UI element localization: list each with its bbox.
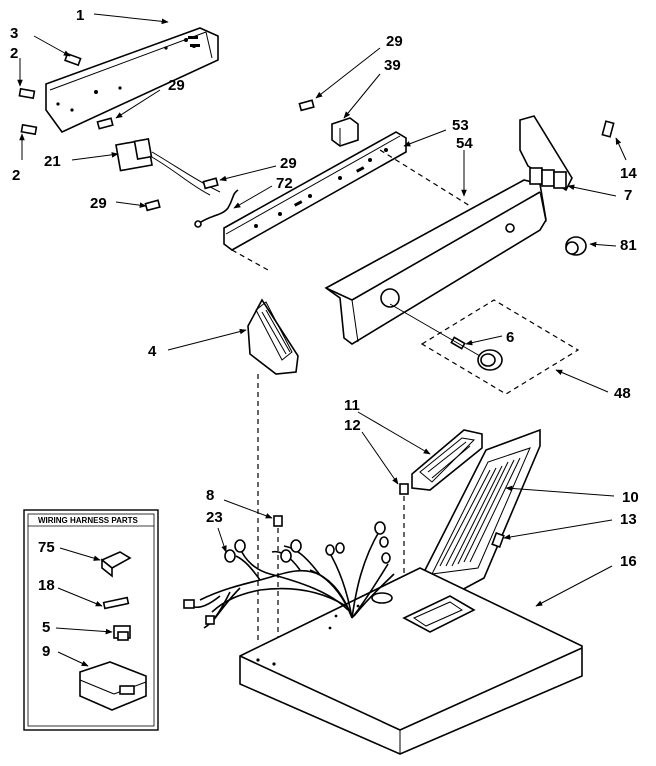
label-29-a: 29 bbox=[168, 77, 185, 94]
label-2-lower: 2 bbox=[12, 167, 20, 184]
label-16: 16 bbox=[620, 553, 637, 570]
leader-72 bbox=[233, 185, 273, 209]
wiring-harness-parts-inset bbox=[23, 509, 159, 731]
label-81: 81 bbox=[620, 237, 637, 254]
label-11: 11 bbox=[344, 397, 360, 414]
label-48: 48 bbox=[614, 385, 631, 402]
screw-part-29-c bbox=[202, 177, 219, 190]
label-29-d: 29 bbox=[90, 195, 107, 212]
console-panel-part-54 bbox=[324, 179, 547, 345]
label-13: 13 bbox=[620, 511, 637, 528]
label-5: 5 bbox=[42, 619, 50, 636]
rear-panel-part bbox=[45, 27, 219, 134]
label-9: 9 bbox=[42, 643, 50, 660]
screw-part-14 bbox=[601, 120, 615, 138]
block-part-39 bbox=[331, 117, 359, 147]
label-8: 8 bbox=[206, 487, 214, 504]
leader-3 bbox=[33, 35, 71, 57]
leader-14 bbox=[615, 137, 627, 161]
knob-part-81 bbox=[565, 236, 587, 256]
label-3: 3 bbox=[10, 25, 18, 42]
leader-16 bbox=[535, 565, 613, 607]
leader-29a bbox=[115, 89, 161, 119]
screw-part-2-upper bbox=[18, 87, 36, 100]
leader-23 bbox=[217, 527, 227, 553]
label-4: 4 bbox=[148, 343, 157, 360]
leader-29d bbox=[115, 201, 147, 208]
screw-part-29-a bbox=[96, 117, 114, 130]
wiring-harness-part-23 bbox=[183, 521, 395, 629]
label-54: 54 bbox=[456, 135, 473, 152]
label-29-c: 29 bbox=[280, 155, 297, 172]
bracket-part-53 bbox=[223, 131, 407, 251]
wire-part-72 bbox=[194, 189, 239, 228]
dashed-group-48 bbox=[420, 299, 580, 395]
leader-1 bbox=[93, 13, 169, 25]
leader-8 bbox=[223, 499, 273, 519]
label-18: 18 bbox=[38, 577, 55, 594]
screw-part-29-b bbox=[298, 99, 315, 112]
terminal-part-18 bbox=[102, 596, 130, 610]
label-72: 72 bbox=[276, 175, 293, 192]
console-end-part-4 bbox=[247, 298, 299, 375]
top-panel-part-16 bbox=[239, 567, 583, 755]
filter-cover-part-11 bbox=[411, 429, 483, 491]
label-23: 23 bbox=[206, 509, 223, 526]
label-6: 6 bbox=[506, 329, 514, 346]
leader-10 bbox=[505, 485, 615, 497]
leader-7 bbox=[567, 184, 617, 197]
label-53: 53 bbox=[452, 117, 469, 134]
leader-81 bbox=[589, 241, 617, 248]
screw-part-29-d bbox=[144, 199, 161, 212]
leader-12 bbox=[361, 431, 399, 485]
plug-part-5 bbox=[113, 625, 131, 641]
leader-21 bbox=[71, 152, 119, 161]
label-7: 7 bbox=[624, 187, 632, 204]
leader-5 bbox=[55, 627, 113, 635]
inset-title: WIRING HARNESS PARTS bbox=[38, 516, 139, 525]
leader-4 bbox=[167, 328, 247, 351]
connector-part-75 bbox=[100, 551, 132, 578]
duct-part-10 bbox=[419, 428, 541, 595]
screw-part-3 bbox=[64, 52, 82, 67]
label-2-upper: 2 bbox=[10, 45, 18, 62]
leader-29b bbox=[315, 47, 381, 99]
screw-part-13 bbox=[491, 531, 505, 549]
label-21: 21 bbox=[44, 153, 61, 170]
leader-48 bbox=[555, 369, 609, 393]
leader-11 bbox=[357, 411, 431, 455]
screw-part-12 bbox=[399, 483, 409, 495]
leader-13 bbox=[503, 519, 613, 540]
leader-39 bbox=[343, 73, 381, 119]
label-14: 14 bbox=[620, 165, 637, 182]
leader-6 bbox=[465, 335, 503, 346]
leader-53 bbox=[403, 129, 447, 147]
label-75: 75 bbox=[38, 539, 55, 556]
screw-part-8 bbox=[273, 515, 283, 527]
screw-part-2-lower bbox=[20, 123, 38, 136]
leader-18 bbox=[57, 587, 103, 607]
label-10: 10 bbox=[622, 489, 639, 506]
end-cap-part-7 bbox=[519, 115, 573, 192]
leader-lines bbox=[17, 13, 627, 667]
knob-part-6 bbox=[477, 349, 503, 371]
block-part-9 bbox=[79, 661, 147, 711]
leader-29c bbox=[219, 165, 277, 182]
label-29-b: 29 bbox=[386, 33, 403, 50]
timer-part-21 bbox=[115, 137, 221, 196]
label-1: 1 bbox=[76, 7, 84, 24]
label-12: 12 bbox=[344, 417, 361, 434]
leader-75 bbox=[59, 547, 101, 561]
part-labels: 1 3 2 29 2 21 29 39 53 54 14 7 29 72 29 … bbox=[10, 7, 639, 660]
leader-9 bbox=[57, 651, 89, 667]
label-39: 39 bbox=[384, 57, 401, 74]
